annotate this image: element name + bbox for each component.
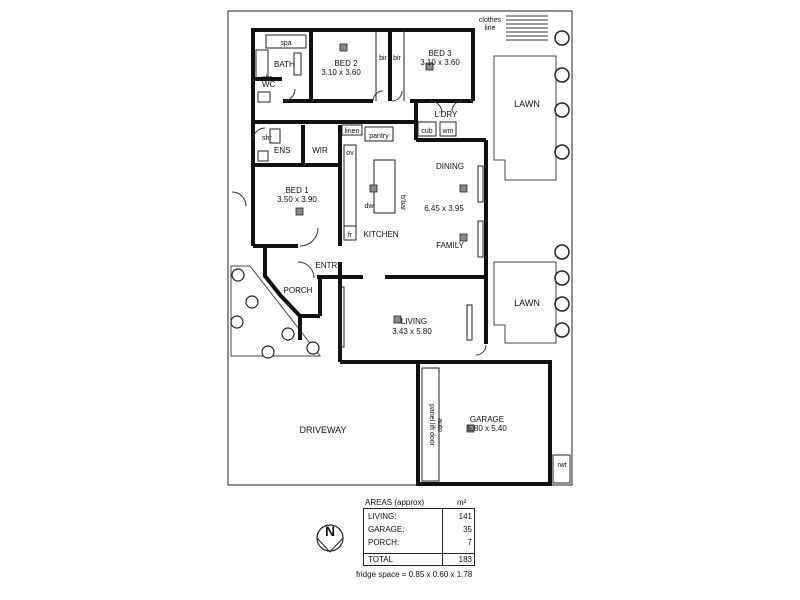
lawn-bottom-outline bbox=[493, 261, 557, 344]
ens-label: ENS bbox=[274, 146, 290, 155]
garage-size: 5.80 x 5.40 bbox=[467, 424, 507, 433]
areas-total-value: 183 bbox=[458, 555, 472, 564]
areas-total-name: TOTAL bbox=[368, 555, 394, 564]
areas-row-name: PORCH: bbox=[368, 538, 400, 547]
ov-label: ov bbox=[346, 150, 354, 157]
garage-label: GARAGE bbox=[470, 415, 504, 424]
areas-row-value: 35 bbox=[463, 525, 472, 534]
living-size: 3.43 x 5.80 bbox=[392, 327, 432, 336]
trees-right bbox=[554, 30, 570, 338]
lawn-bottom-label: LAWN bbox=[514, 298, 540, 308]
bir-label-left: bir bbox=[379, 55, 387, 62]
compass: N bbox=[316, 523, 344, 553]
bed3-size: 3.10 x 3.60 bbox=[420, 58, 460, 67]
wm-label: wm bbox=[442, 128, 454, 135]
areas-unit: m² bbox=[457, 498, 467, 507]
bir-label-right: bir bbox=[393, 55, 401, 62]
spa-label: spa bbox=[280, 40, 291, 47]
areas-grid: LIVING: 141 GARAGE: 35 PORCH: 7 TOTAL 18… bbox=[363, 508, 475, 566]
areas-row-garage: GARAGE: 35 bbox=[368, 525, 472, 536]
dining-size: 6.45 x 3.95 bbox=[424, 204, 464, 213]
fixtures bbox=[295, 43, 475, 433]
areas-row-value: 7 bbox=[467, 538, 472, 547]
bed2-label: BED 2 bbox=[334, 59, 358, 68]
trees-front bbox=[230, 268, 320, 359]
shr-label-top: shr bbox=[262, 75, 272, 82]
areas-row-living: LIVING: 141 bbox=[368, 512, 472, 523]
areas-row-name: LIVING: bbox=[368, 512, 397, 521]
porch-label: PORCH bbox=[284, 286, 313, 295]
areas-row-value: 141 bbox=[458, 512, 472, 521]
walls bbox=[251, 28, 552, 486]
kitchen-label: KITCHEN bbox=[363, 230, 398, 239]
living-label: LIVING bbox=[401, 317, 427, 326]
bbar-label: b'bar bbox=[399, 195, 406, 211]
room-labels: clothes line spa BATH shr WC BED 2 3.10 … bbox=[262, 17, 567, 469]
areas-title: AREAS (approx) bbox=[365, 498, 425, 507]
dw-label: dw bbox=[365, 203, 375, 210]
property-boundary bbox=[227, 10, 573, 486]
driveway-label: DRIVEWAY bbox=[299, 425, 346, 435]
cub-label: cub bbox=[421, 128, 432, 135]
lawn-top-outline bbox=[493, 55, 557, 181]
bed2-size: 3.10 x 3.60 bbox=[321, 68, 361, 77]
areas-divider bbox=[442, 509, 443, 565]
bed1-label: BED 1 bbox=[285, 186, 309, 195]
bed1-size: 3.50 x 3.90 bbox=[277, 195, 317, 204]
shr-label-ens: shr bbox=[262, 135, 272, 142]
rwt-label: rwt bbox=[557, 462, 566, 469]
linen-label: linen bbox=[345, 128, 360, 135]
lawn-top-label: LAWN bbox=[514, 99, 540, 109]
fridge-note: fridge space = 0.85 x 0.60 x 1.78 bbox=[356, 570, 473, 579]
compass-n: N bbox=[325, 523, 335, 539]
areas-row-total: TOTAL 183 bbox=[368, 555, 472, 566]
doors bbox=[231, 88, 487, 356]
wir-label: WIR bbox=[312, 146, 328, 155]
dining-label: DINING bbox=[436, 162, 464, 171]
ldry-label: L'DRY bbox=[435, 110, 458, 119]
entry-label: ENTRY bbox=[316, 261, 344, 270]
interior-lines bbox=[255, 30, 571, 484]
areas-row-name: GARAGE: bbox=[368, 525, 405, 534]
clothes-line-area bbox=[506, 15, 548, 41]
areas-total-divider bbox=[364, 553, 474, 554]
bath-label: BATH bbox=[274, 60, 295, 69]
areas-table: AREAS (approx) m² LIVING: 141 GARAGE: 35… bbox=[361, 498, 479, 568]
bed3-label: BED 3 bbox=[428, 49, 452, 58]
auto-door-label-2: panel lift door bbox=[428, 404, 435, 447]
clothes-line-label-1: clothes bbox=[479, 17, 502, 24]
compass-arrow-icon bbox=[316, 537, 344, 553]
sliding-doors bbox=[339, 165, 484, 348]
areas-row-porch: PORCH: 7 bbox=[368, 538, 472, 549]
wc-label: WC bbox=[262, 80, 276, 89]
auto-door-label-1: auto bbox=[436, 418, 443, 432]
clothes-line-label-2: line bbox=[485, 25, 496, 32]
front-path bbox=[230, 265, 322, 357]
family-label: FAMILY bbox=[436, 241, 465, 250]
pantry-label: pantry bbox=[369, 133, 389, 140]
fr-label: fr bbox=[348, 232, 353, 239]
